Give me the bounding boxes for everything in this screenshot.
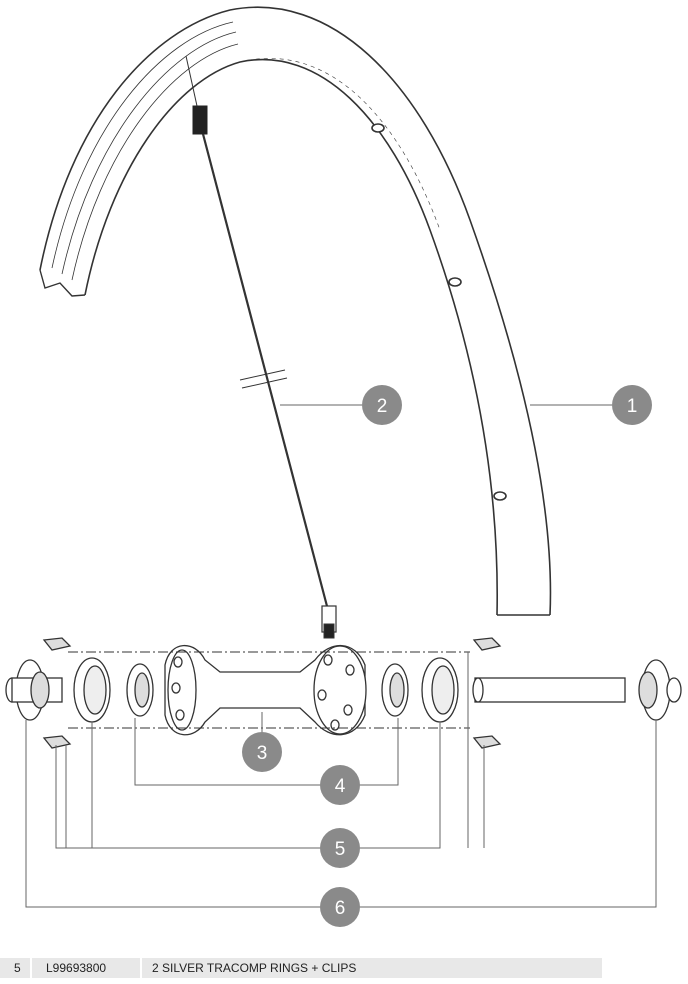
hub-assembly (5, 637, 682, 749)
part-code: L99693800 (46, 961, 107, 975)
callout-6-label: 6 (335, 898, 346, 919)
spoke (185, 55, 337, 639)
callout-6: 6 (320, 887, 360, 927)
parts-table-row: 5 L99693800 2 SILVER TRACOMP RINGS + CLI… (0, 958, 602, 978)
callout-5-label: 5 (335, 839, 346, 860)
callout-4-label: 4 (335, 776, 346, 797)
callout-4: 4 (320, 765, 360, 805)
callout-1: 1 (612, 385, 652, 425)
callout-3: 3 (242, 732, 282, 772)
part-description: 2 SILVER TRACOMP RINGS + CLIPS (152, 961, 357, 975)
callout-1-label: 1 (627, 396, 638, 417)
leader-lines (25, 404, 657, 908)
callout-2: 2 (362, 385, 402, 425)
row-separator (30, 958, 32, 978)
callout-5: 5 (320, 828, 360, 868)
callout-3-label: 3 (257, 743, 268, 764)
callout-2-label: 2 (377, 396, 388, 417)
row-separator (140, 958, 142, 978)
exploded-wheel-diagram: 1 2 3 4 5 6 (5, 6, 682, 927)
rim-section (39, 6, 552, 616)
part-number: 5 (14, 961, 21, 975)
